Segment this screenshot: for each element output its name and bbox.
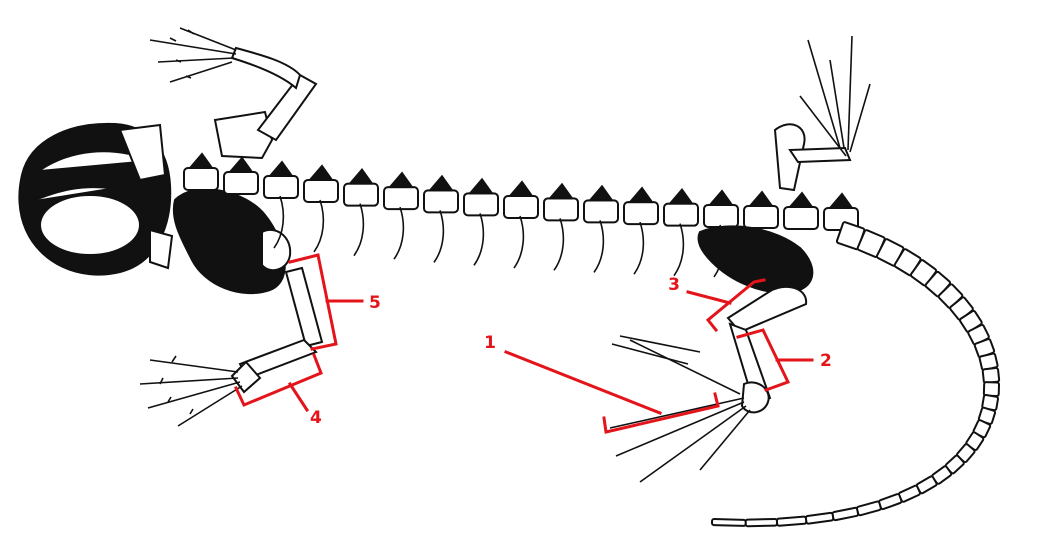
raised-hindlimb [775,36,870,190]
vertebra [784,207,818,229]
front-leg [140,268,322,426]
tail-vertebra [856,501,881,516]
vertebra [704,205,738,227]
neural-spine [830,194,852,208]
neural-spine [750,192,772,206]
rib [674,224,683,276]
vertebra [424,190,458,212]
vertebra [224,172,258,194]
callout-1-label: 1 [484,333,496,353]
neural-spine [790,193,812,207]
vertebra [584,200,618,222]
callout-4-label: 4 [310,408,322,428]
neural-spine [710,191,732,205]
neural-spine [190,154,212,168]
vertebra [544,198,578,220]
rib [554,218,563,270]
callout-1-leader [506,352,660,413]
vertebra [464,193,498,215]
tail-vertebra [746,519,777,526]
rib [314,200,323,252]
rib [594,220,603,272]
hind-leg [610,287,806,482]
neural-spine [510,182,532,196]
neural-spine [550,184,572,198]
neural-spine [670,190,692,204]
neural-spine [470,179,492,193]
skeleton-drawing [19,28,999,526]
tail-vertebra [806,513,834,524]
rib [434,210,443,262]
tail-vertebra [832,507,858,520]
vertebra [184,168,218,190]
rib [474,213,483,265]
neural-spine [390,173,412,187]
vertebra [384,187,418,209]
rib [354,204,363,256]
rib [634,222,643,274]
tail-vertebra [777,517,807,526]
vertebra [624,202,658,224]
vertebra [664,204,698,226]
neural-spine [310,166,332,180]
neural-spine [270,162,292,176]
neural-spine [350,170,372,184]
callout-5-label: 5 [369,293,381,313]
vertebra [504,196,538,218]
neural-spine [590,186,612,200]
callout-4-leader [290,384,307,410]
skull [19,124,172,275]
neural-spine [630,188,652,202]
neural-spine [230,158,252,172]
tail-vertebra [878,494,902,510]
vertebra [304,180,338,202]
neural-spine [430,176,452,190]
tail-vertebra [712,519,746,526]
vertebra [744,206,778,228]
vertebra [264,176,298,198]
callout-3-leader [688,292,730,303]
tail-vertebra [984,382,999,396]
vertebra [344,184,378,206]
rib [394,207,403,259]
callout-2-label: 2 [820,351,832,371]
callout-3-label: 3 [668,275,680,295]
rib [514,216,523,268]
tail-vertebra [983,368,1000,383]
